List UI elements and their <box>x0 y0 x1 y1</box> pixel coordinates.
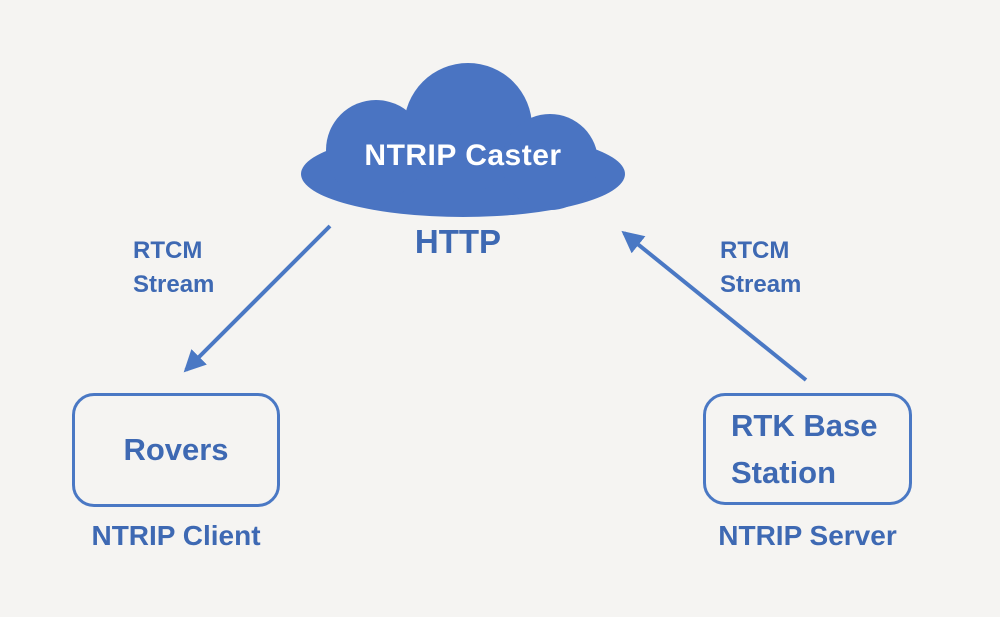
rtcm-stream-label-right: RTCM Stream <box>720 237 802 298</box>
caster-label: NTRIP Caster <box>364 139 562 172</box>
rtcm-stream-label-left: RTCM Stream <box>133 237 215 298</box>
rovers-box: Rovers <box>72 393 280 507</box>
rtk-base-station-box: RTK Base Station <box>703 393 912 505</box>
ntrip-client-label: NTRIP Client <box>91 520 261 551</box>
ntrip-server-label: NTRIP Server <box>718 520 897 551</box>
rtk-base-station-label-line2: Station <box>731 455 837 490</box>
cloud-shape <box>301 63 625 217</box>
rtk-base-station-label-line1: RTK Base <box>731 408 878 443</box>
http-label: HTTP <box>414 223 502 260</box>
rovers-box-label: Rovers <box>123 432 229 467</box>
